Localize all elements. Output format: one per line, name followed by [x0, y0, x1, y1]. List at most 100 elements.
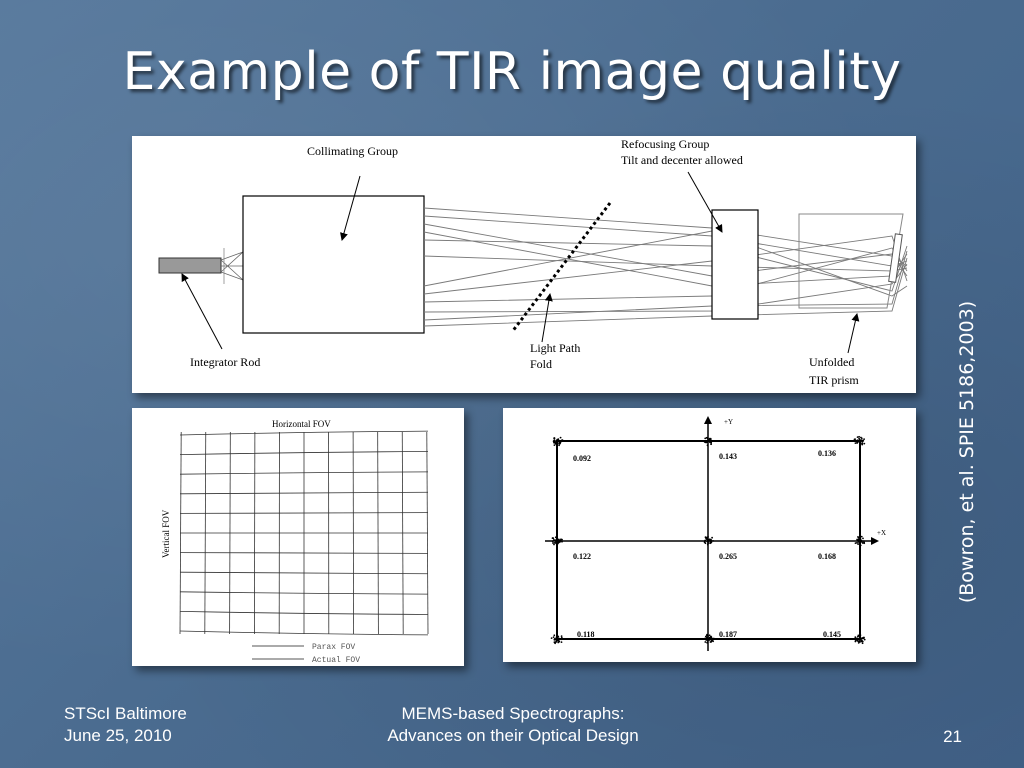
legend-actual: Actual FOV	[312, 656, 360, 665]
spot-dot	[706, 539, 709, 541]
spot-dot	[861, 440, 864, 443]
spot-dot	[560, 641, 563, 643]
spot-dot	[553, 437, 555, 440]
spot-dot	[553, 641, 556, 644]
spot-dot	[856, 436, 859, 438]
spot-cluster	[551, 536, 563, 546]
spot-dot	[553, 638, 556, 640]
spot-dot	[703, 637, 706, 640]
distortion-grid-plot: Horizontal FOV Vertical FOV Parax FOV Ac…	[132, 408, 464, 666]
tir-prism	[798, 213, 904, 309]
spot-dot	[706, 437, 709, 440]
spot-dot	[707, 542, 710, 544]
arrow-collimating	[340, 175, 361, 241]
spot-axis-y-label: +Y	[724, 418, 733, 426]
spot-cluster	[854, 535, 866, 547]
spot-dot	[709, 641, 712, 643]
spot-cluster	[854, 633, 866, 645]
spot-dot	[555, 637, 558, 640]
spot-dot	[710, 541, 713, 543]
spot-dot	[557, 637, 560, 640]
spot-dot	[707, 440, 709, 442]
spot-dot	[558, 444, 560, 447]
spot-dot	[854, 542, 857, 544]
fold-label: Fold	[530, 357, 552, 371]
spot-dot	[863, 542, 866, 545]
grid-line-horizontal	[179, 611, 429, 615]
light-path-fold-line	[510, 202, 612, 333]
spot-cluster	[853, 435, 866, 446]
spot-dot	[858, 540, 861, 542]
spot-dot	[553, 539, 555, 542]
refocusing-group-sublabel: Tilt and decenter allowed	[621, 153, 743, 167]
spot-dot	[709, 542, 712, 545]
spot-dot	[856, 538, 858, 541]
spot-dot	[559, 442, 561, 445]
spot-dot	[552, 537, 555, 540]
spot-dot	[556, 438, 559, 441]
tir-prism-window	[888, 233, 903, 283]
spot-dot	[710, 638, 713, 640]
legend-parax: Parax FOV	[312, 643, 355, 652]
rod-fan-rays	[220, 248, 244, 284]
citation: (Bowron, et al. SPIE 5186,2003)	[956, 300, 978, 604]
integrator-rod	[158, 257, 222, 274]
spot-dot	[861, 642, 864, 645]
spot-cluster	[550, 634, 564, 645]
spot-dot	[853, 439, 856, 442]
spot-dot	[861, 443, 864, 446]
spot-value: 0.168	[818, 552, 836, 561]
spot-dot	[858, 435, 860, 438]
spot-dot	[854, 438, 856, 441]
spot-dot	[561, 439, 563, 442]
collimating-group-box	[242, 195, 425, 334]
spot-dot	[704, 437, 707, 440]
spot-dot	[859, 442, 862, 444]
spot-dot	[706, 640, 709, 642]
spot-dot	[558, 640, 561, 643]
footer-left: STScI Baltimore June 25, 2010	[64, 703, 187, 747]
spot-dot	[857, 536, 860, 539]
spot-dot	[705, 436, 708, 439]
arrow-fold	[541, 293, 553, 343]
spot-dot	[859, 544, 862, 547]
spot-dot	[554, 539, 557, 542]
spot-dot	[553, 440, 556, 443]
refocusing-group-label: Refocusing Group	[621, 137, 709, 151]
spot-dot	[863, 438, 865, 440]
grid-line-vertical	[401, 431, 404, 635]
spot-dot	[859, 633, 862, 636]
spot-dot	[705, 634, 708, 637]
ray-bundles	[423, 207, 908, 327]
footer-location: STScI Baltimore	[64, 704, 187, 723]
spot-dot	[863, 540, 865, 543]
spot-dot	[553, 444, 556, 446]
spot-dot	[556, 634, 558, 636]
spot-dot	[709, 441, 711, 444]
spot-dot	[859, 543, 861, 545]
spot-axis-x-label: +X	[877, 529, 886, 537]
spot-dot	[854, 442, 857, 444]
spot-dot	[861, 637, 864, 640]
spot-dot	[704, 641, 707, 643]
spot-dot	[557, 635, 560, 638]
spot-dot	[863, 442, 866, 445]
spot-dot	[860, 540, 863, 542]
spot-value: 0.122	[573, 552, 591, 561]
unfolded-label: Unfolded	[809, 355, 854, 369]
spot-dot	[556, 542, 559, 545]
spot-dot	[556, 441, 558, 444]
spot-cluster	[552, 436, 564, 447]
spot-dot	[712, 637, 715, 640]
spot-dot	[553, 543, 555, 546]
spot-dot	[557, 639, 560, 641]
grid-title: Horizontal FOV	[272, 419, 331, 429]
grid-ylabel: Vertical FOV	[161, 509, 171, 558]
grid-line-vertical	[377, 431, 379, 635]
spot-dot	[858, 640, 861, 643]
spot-dot	[705, 536, 708, 539]
grid-line-horizontal	[179, 630, 429, 636]
spot-dot	[709, 438, 712, 441]
spot-dot	[706, 543, 709, 546]
spot-cluster	[703, 436, 713, 447]
